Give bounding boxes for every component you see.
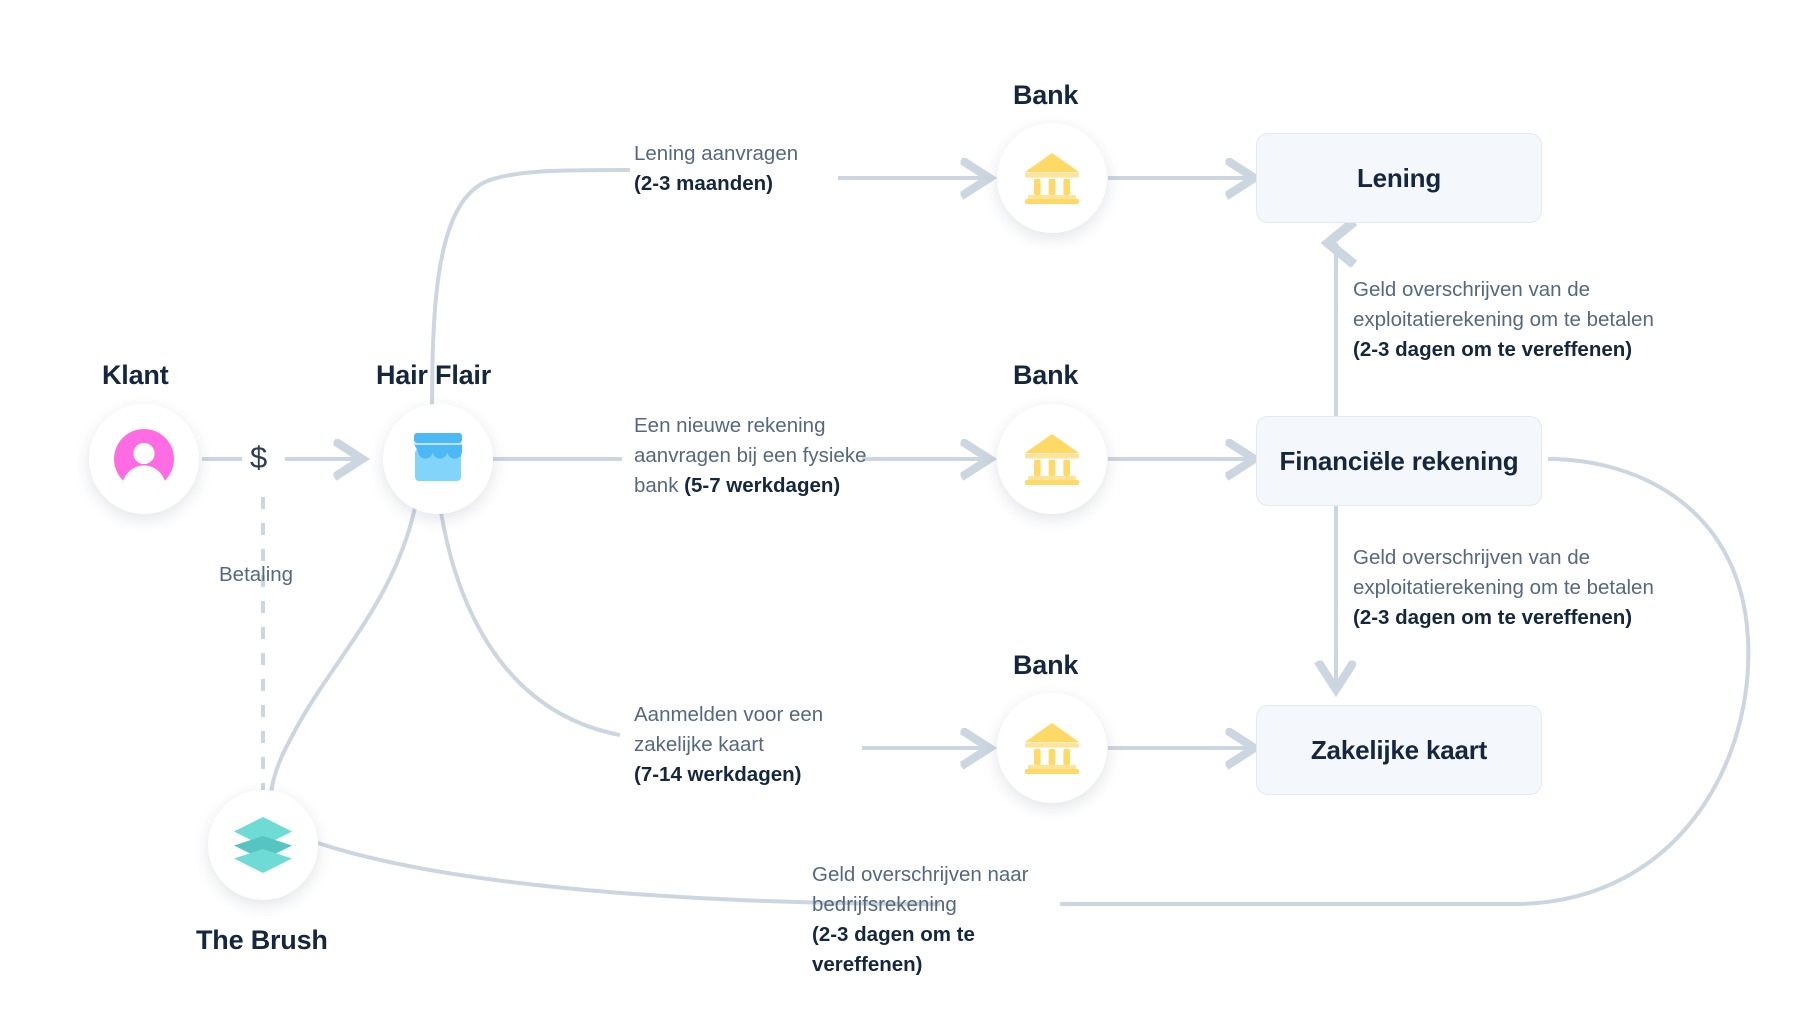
merchant-node[interactable]	[383, 404, 493, 514]
result-box-loan[interactable]: Lening	[1256, 133, 1542, 223]
edge-label-transfer-to-business-account-duration: (2-3 dagen om te vereffenen)	[812, 923, 975, 976]
edge-label-loan-request-duration: (2-3 maanden)	[634, 172, 773, 195]
platform-node[interactable]	[208, 790, 318, 900]
result-box-business-card[interactable]: Zakelijke kaart	[1256, 705, 1542, 795]
edge-label-transfer-to-business-account-text: Geld overschrijven naar bedrijfsrekening	[812, 863, 1029, 916]
wire-merchant-to-platform	[268, 491, 420, 801]
bank-middle-node[interactable]	[997, 404, 1107, 514]
wire-merchant-to-card-label	[436, 491, 621, 737]
wire-merchant-to-loan-label	[430, 168, 631, 433]
edge-label-new-account: Een nieuwe rekening aanvragen bij een fy…	[634, 411, 904, 501]
bank-top-node[interactable]	[997, 123, 1107, 233]
wire-loop-to-platform	[317, 841, 941, 906]
bank-middle-label: Bank	[1013, 360, 1079, 390]
layers-stack-icon	[234, 817, 292, 873]
edge-label-transfer-to-business-account: Geld overschrijven naar bedrijfsrekening…	[812, 860, 1062, 980]
edge-label-business-card-signup-duration: (7-14 werkdagen)	[634, 763, 802, 786]
edge-label-loan-request-text: Lening aanvragen	[634, 142, 799, 165]
payment-label: Betaling	[219, 563, 294, 586]
edge-label-business-card-signup: Aanmelden voor een zakelijke kaart (7-14…	[634, 700, 864, 790]
edge-label-new-account-text: Een nieuwe rekening aanvragen bij een fy…	[634, 414, 867, 497]
payment-dollar-symbol: $	[250, 440, 268, 475]
person-avatar-icon	[114, 429, 174, 491]
bank-bottom-node[interactable]	[997, 693, 1107, 803]
edge-label-transfer-to-loan: Geld overschrijven van de exploitatierek…	[1353, 275, 1713, 365]
merchant-label: Hair Flair	[376, 360, 492, 390]
bank-building-icon	[1025, 434, 1079, 485]
wire-account-to-platform-loop	[1060, 457, 1751, 906]
result-box-loan-label: Lening	[1356, 162, 1441, 193]
edge-label-business-card-signup-text: Aanmelden voor een zakelijke kaart	[634, 703, 824, 756]
customer-node[interactable]	[89, 404, 199, 514]
storefront-icon	[414, 433, 462, 481]
edge-label-transfer-to-card-text: Geld overschrijven van de exploitatierek…	[1353, 546, 1654, 599]
edge-label-transfer-to-loan-duration: (2-3 dagen om te vereffenen)	[1353, 338, 1633, 361]
edge-label-loan-request: Lening aanvragen (2-3 maanden)	[634, 139, 854, 199]
edge-label-new-account-duration: (5-7 werkdagen)	[684, 474, 841, 497]
bank-top-label: Bank	[1013, 80, 1079, 110]
bank-building-icon	[1025, 153, 1079, 204]
result-box-financial-account[interactable]: Financiële rekening	[1256, 416, 1542, 506]
platform-label: The Brush	[196, 925, 328, 955]
customer-label: Klant	[102, 360, 169, 390]
bank-building-icon	[1025, 723, 1079, 774]
bank-bottom-label: Bank	[1013, 650, 1079, 680]
result-box-business-card-label: Zakelijke kaart	[1310, 734, 1488, 765]
edge-label-transfer-to-loan-text: Geld overschrijven van de exploitatierek…	[1353, 278, 1654, 331]
edge-label-transfer-to-card-duration: (2-3 dagen om te vereffenen)	[1353, 606, 1633, 629]
result-box-financial-account-label: Financiële rekening	[1279, 445, 1519, 476]
edge-label-transfer-to-card: Geld overschrijven van de exploitatierek…	[1353, 543, 1713, 633]
